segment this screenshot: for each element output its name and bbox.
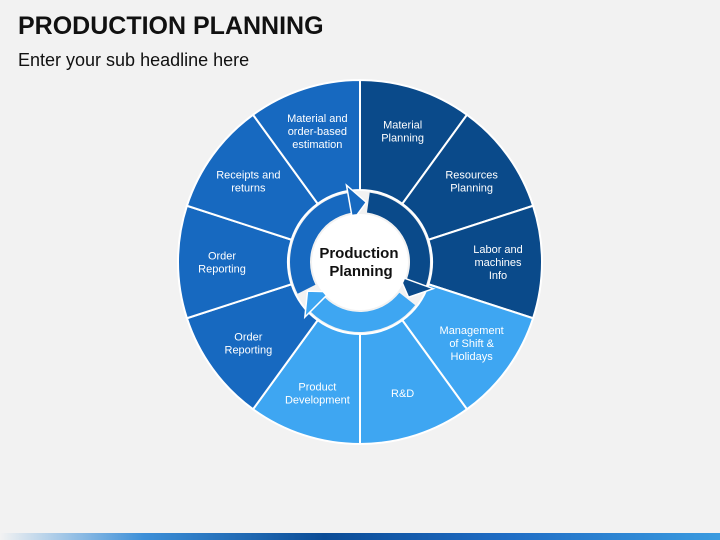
- arrowhead-dark-icon: [398, 275, 436, 299]
- segment-label-9-line-2: returns: [231, 182, 266, 194]
- center-label: Production Planning: [319, 245, 402, 280]
- footer-gradient-bar: [0, 533, 720, 540]
- page-subtitle: Enter your sub headline here: [18, 50, 250, 70]
- segment-label-10-line-2: order-based: [288, 126, 347, 138]
- segment-label-3-line-3: Info: [489, 270, 507, 282]
- segment-label-4-line-2: of Shift &: [449, 338, 494, 350]
- wheel-segment-10: [251, 78, 361, 206]
- page-title: PRODUCTION PLANNING: [18, 12, 324, 40]
- segment-label-10-line-3: estimation: [292, 139, 342, 151]
- arrow-arc-dark: [366, 192, 430, 286]
- segment-label-3-line-1: Labor and: [473, 244, 523, 256]
- inner-arrow-ring: [290, 183, 436, 332]
- wheel-segments: [177, 78, 543, 446]
- arrowhead-light-icon: [303, 290, 333, 320]
- segment-label-1-line-2: Planning: [381, 132, 424, 144]
- segment-label-1-line-1: Material: [383, 119, 422, 131]
- segment-label-2-line-1: Resources: [445, 169, 498, 181]
- segment-label-10-line-1: Material and: [287, 113, 348, 125]
- segment-label-5-line-1: R&D: [391, 388, 414, 400]
- segment-label-6-line-2: Development: [285, 395, 350, 407]
- segment-label-9-line-1: Receipts and: [216, 169, 280, 181]
- segment-label-3-line-2: machines: [474, 257, 522, 269]
- segment-label-8-line-1: Order: [208, 251, 236, 263]
- center-hub: [312, 214, 408, 310]
- arrow-arc-light: [310, 292, 416, 332]
- segment-label-7-line-2: Reporting: [225, 345, 273, 357]
- segment-label-6-line-1: Product: [298, 382, 336, 394]
- center-label-line-1: Production: [319, 245, 398, 262]
- center-label-line-2: Planning: [329, 263, 392, 280]
- segment-label-2-line-2: Planning: [450, 182, 493, 194]
- segment-label-5: R&D: [391, 388, 414, 400]
- segment-label-4-line-1: Management: [440, 325, 504, 337]
- segment-label-4-line-3: Holidays: [451, 351, 494, 363]
- segment-label-7-line-1: Order: [234, 332, 262, 344]
- arrowhead-mid-icon: [345, 183, 368, 223]
- segment-label-8-line-2: Reporting: [198, 264, 246, 276]
- arrow-arc-mid: [290, 193, 352, 294]
